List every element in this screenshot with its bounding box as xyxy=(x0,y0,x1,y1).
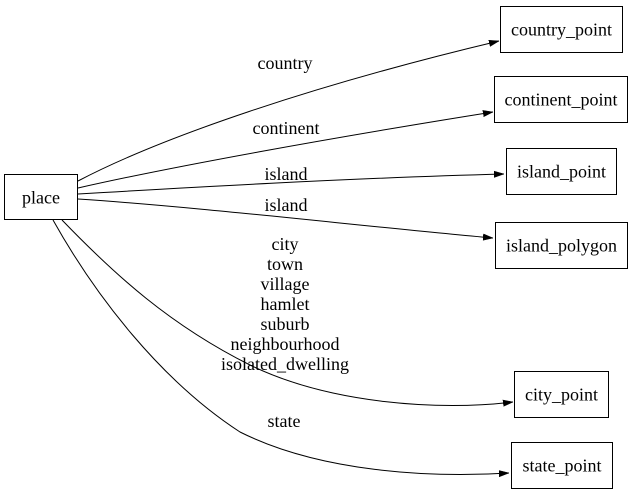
edge-label-island-point: island xyxy=(265,164,308,184)
node-continent-point-label: continent_point xyxy=(505,90,618,110)
edge-place-city-point xyxy=(61,219,513,406)
node-city-point-box xyxy=(514,371,609,418)
node-country-point: country_point xyxy=(500,6,623,53)
node-island-polygon: island_polygon xyxy=(495,222,628,269)
edge-group xyxy=(52,41,513,475)
node-state-point: state_point xyxy=(511,442,613,489)
node-state-point-label: state_point xyxy=(523,456,602,476)
node-city-point-label: city_point xyxy=(525,385,598,405)
edge-label-group: country continent island island city tow… xyxy=(221,53,349,431)
node-city-point: city_point xyxy=(514,371,609,418)
edge-place-country-point xyxy=(77,41,499,182)
node-island-polygon-label: island_polygon xyxy=(506,236,617,256)
edge-label-island-polygon: island xyxy=(265,195,308,215)
edge-place-island-point xyxy=(77,174,504,195)
edge-label-city-line-5: suburb xyxy=(261,314,310,334)
node-group: place country_point continent_point isla… xyxy=(4,6,628,489)
edge-place-island-polygon xyxy=(77,198,493,238)
edge-label-continent: continent xyxy=(253,118,320,138)
edge-label-city-line-6: neighbourhood xyxy=(231,334,340,354)
edge-place-state-point xyxy=(52,219,509,475)
edge-label-country: country xyxy=(258,53,313,73)
edge-label-city-line-2: town xyxy=(267,254,303,274)
node-island-point-box xyxy=(506,148,617,195)
node-place: place xyxy=(4,174,78,220)
edge-label-city-line-7: isolated_dwelling xyxy=(221,354,349,374)
node-continent-point-box xyxy=(494,76,628,123)
node-island-point: island_point xyxy=(506,148,617,195)
node-place-box xyxy=(4,174,78,220)
edge-label-city-line-4: hamlet xyxy=(261,294,310,314)
node-island-polygon-box xyxy=(495,222,628,269)
node-country-point-box xyxy=(500,6,623,53)
node-country-point-label: country_point xyxy=(511,20,612,40)
node-state-point-box xyxy=(511,442,613,489)
edge-place-continent-point xyxy=(77,112,493,189)
edge-label-city-line-1: city xyxy=(272,234,299,254)
edge-label-state: state xyxy=(268,411,301,431)
node-island-point-label: island_point xyxy=(517,162,606,182)
node-continent-point: continent_point xyxy=(494,76,628,123)
edge-label-city-line-3: village xyxy=(261,274,310,294)
node-place-label: place xyxy=(22,188,60,208)
